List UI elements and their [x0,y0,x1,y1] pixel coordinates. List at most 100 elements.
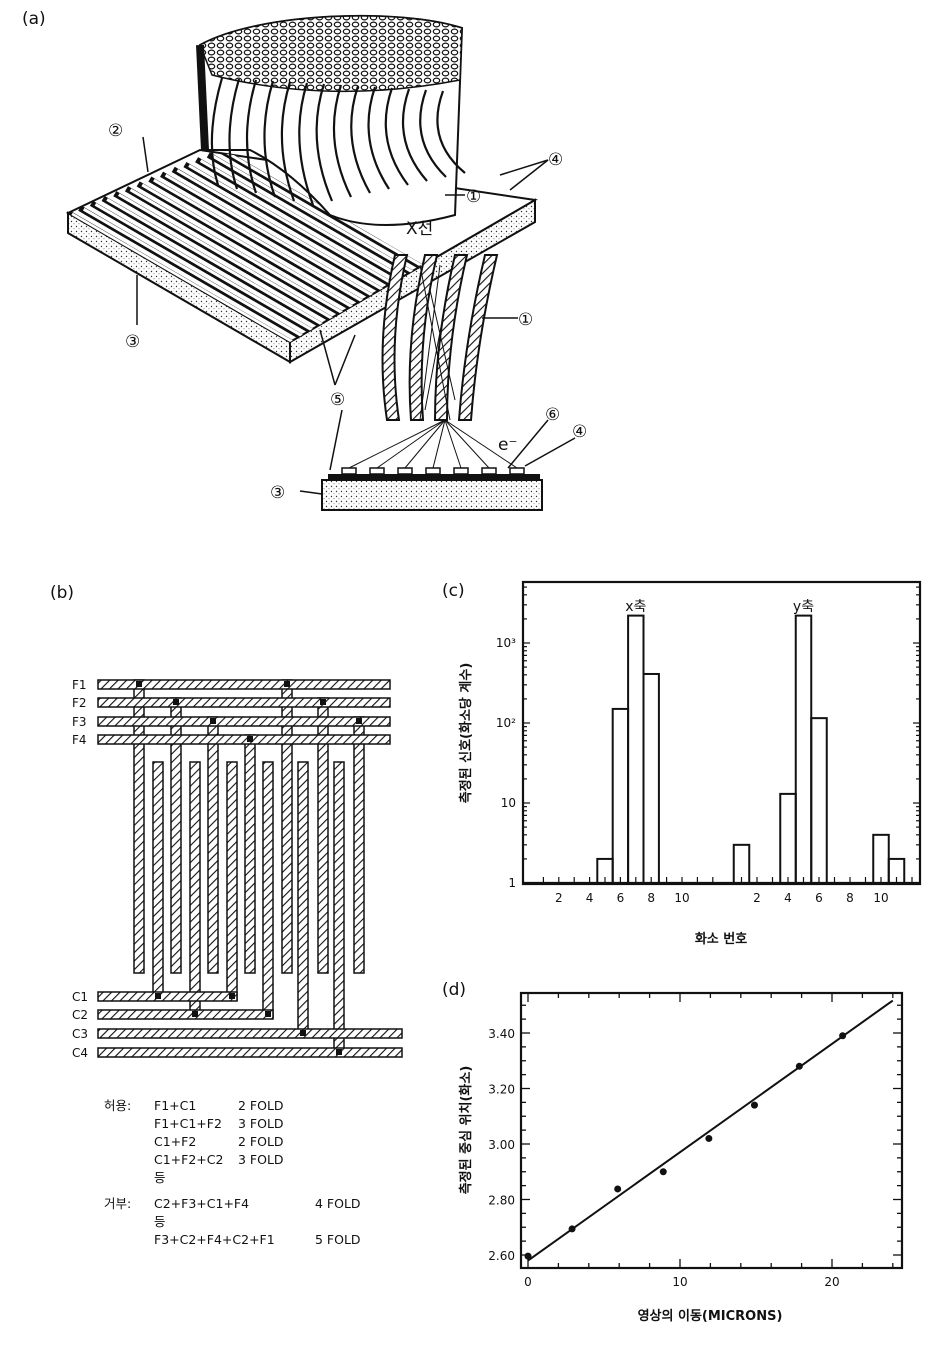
c-row-label: C1 [72,990,88,1004]
accepted-heading: 허용: [104,1098,131,1113]
optical-fiber [408,254,439,421]
accepted-combo: F1+C1 [154,1098,196,1113]
x-tick-label: 4 [586,891,594,905]
electrode-stripe-highlight [129,188,487,342]
bundle-fiber [315,83,334,202]
accepted-combo: F1+C1+F2 [154,1116,222,1131]
electrode-stripe-highlight [106,198,463,342]
histogram-bar [872,833,890,885]
y-tick-label: 3.40 [488,1027,515,1041]
y-tick-label: 3.00 [488,1138,515,1152]
bundle-fiber [350,85,371,194]
y-tick-label: 2.80 [488,1194,515,1208]
electrode-stripe-highlight [176,169,533,342]
bundle-fiber [419,89,447,178]
x-tick-label: 6 [815,891,823,905]
histogram-bar [794,614,813,885]
c-row-bar [97,1009,274,1020]
optical-fiber [381,254,409,421]
y-tick-label: 10³ [496,636,516,650]
f-vertical-strip [207,716,219,974]
f-row-bar [97,716,391,727]
accepted-fold: 3 FOLD [238,1116,284,1131]
data-point [659,1168,667,1176]
c-vertical-strip [152,761,164,1001]
f-row-label: F2 [72,696,87,710]
electrode-stripe-highlight [141,183,498,342]
via-contact [265,1011,271,1017]
c-vertical-strip [297,761,309,1038]
fit-line [527,999,894,1262]
bundle-fiber [384,87,409,186]
data-point [614,1185,622,1193]
y-axis-label: 측정된 신호(화소당 계수) [458,663,474,804]
electron-cloud-lines [348,419,518,469]
rejected-fold: 5 FOLD [315,1232,361,1247]
pad [341,467,357,475]
x-tick-label: 8 [647,891,655,905]
data-point [839,1032,847,1040]
via-contact [336,1049,342,1055]
plot-frame [521,580,922,886]
series-label: x축 [625,599,646,615]
electron-path [432,419,446,469]
via-contact [210,718,216,724]
bundle-fiber [280,81,296,202]
x-tick-label: 2 [555,891,563,905]
pad [425,467,441,475]
bundle-fiber [367,86,390,190]
x-tick-label: 6 [617,891,625,905]
c-row-label: C2 [72,1008,88,1022]
electron-path [444,419,462,469]
f-row-label: F3 [72,715,87,729]
c-row-label: C4 [72,1046,88,1060]
callout-5: ⑤ [330,390,345,410]
c-vertical-strip [262,761,274,1019]
x-tick-label: 0 [524,1275,532,1289]
y-tick-label: 2.60 [488,1249,515,1263]
histogram-bar [779,792,797,884]
callout-4-bottom: ④ [572,422,587,442]
pad [481,467,497,475]
via-contact [320,699,326,705]
fiber-bundle [196,14,466,226]
pad [369,467,385,475]
y-tick-label: 3.20 [488,1083,515,1097]
rejected-combo: C2+F3+C1+F4 [154,1196,249,1211]
c-row-bar [97,1047,403,1058]
x-tick-label: 20 [824,1275,839,1289]
callout-4: ④ [548,150,563,170]
x-tick-label: 10 [672,1275,687,1289]
f-row-label: F4 [72,733,87,747]
bundle-fiber [245,79,258,194]
c-row-bar [97,991,238,1002]
rejected-etc: 등 [154,1214,166,1229]
electron-path [348,419,446,469]
pad [509,467,525,475]
accepted-fold: 2 FOLD [238,1098,284,1113]
bundle-fiber [298,82,315,206]
y-tick-label: 1 [508,876,516,890]
x-tick-label: 4 [784,891,792,905]
electron-label: e⁻ [498,435,517,455]
callout-3-bottom: ③ [270,483,285,503]
panel-c-label: (c) [442,581,465,601]
via-contact [173,699,179,705]
via-contact [229,993,235,999]
c-row-bar [97,1028,403,1039]
electrode-stripe-highlight [153,178,510,342]
bundle-fiber [401,88,428,182]
data-point [568,1225,576,1233]
panel-b-label: (b) [50,583,74,603]
electrode-stripe-highlight [94,203,452,342]
histogram-bar [642,672,660,884]
x-axis-label: 화소 번호 [695,931,747,947]
via-contact [155,993,161,999]
bundle-fiber [210,77,224,186]
electrode-pads [341,467,525,475]
callout-1-fiber: ① [518,310,533,330]
xray-label: X선 [406,219,433,239]
